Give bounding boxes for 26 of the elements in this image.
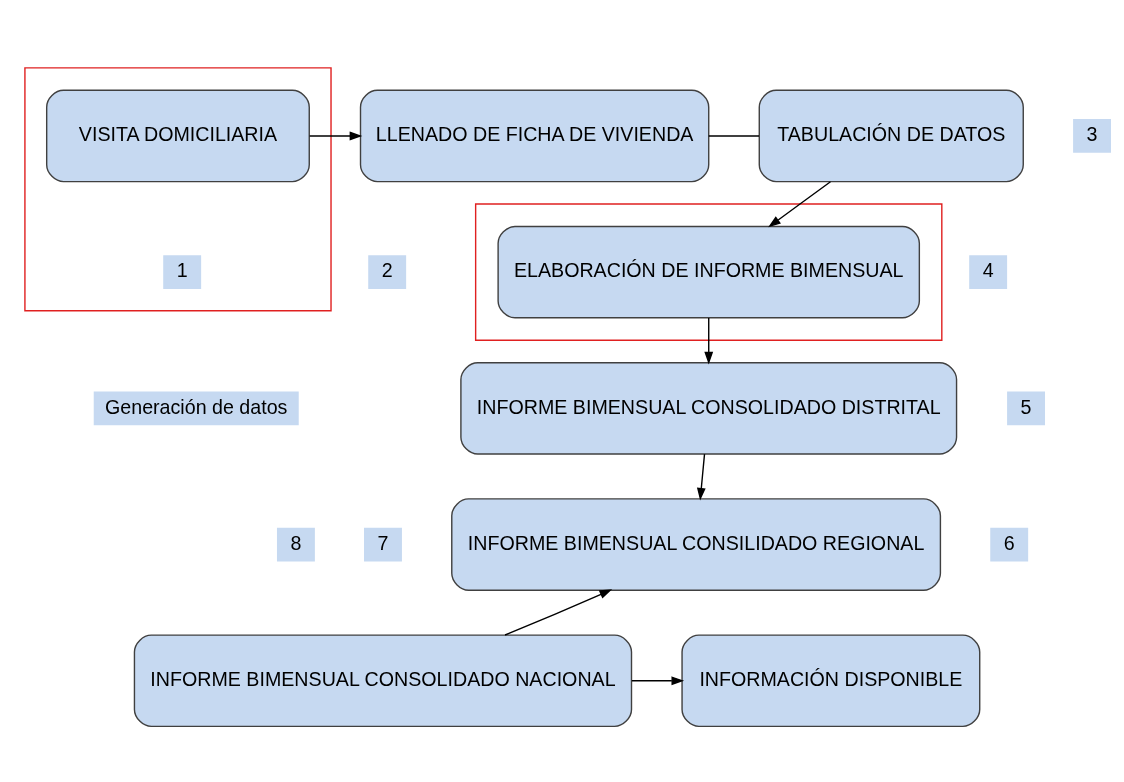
node-box: Generación de datos — [93, 391, 299, 425]
node-box: LLENADO DE FICHA DE VIVIENDA — [359, 89, 710, 182]
node-box: 6 — [990, 527, 1029, 561]
node-box: INFORME BIMENSUAL CONSILIDADO REGIONAL — [451, 497, 942, 591]
connector — [708, 134, 760, 137]
node-box: 7 — [364, 527, 402, 561]
arrow — [504, 588, 613, 636]
node-box: INFORMACIÓN DISPONIBLE — [681, 633, 981, 727]
node-box: TABULACIÓN DE DATOS — [758, 89, 1024, 182]
node-box: 2 — [368, 254, 407, 289]
node-box: 3 — [1073, 118, 1111, 153]
arrow — [768, 180, 832, 227]
node-box: 1 — [163, 254, 202, 289]
arrow — [696, 452, 706, 501]
node-box: VISITA DOMICILIARIA — [46, 89, 310, 182]
node-box: 5 — [1007, 391, 1045, 425]
arrow — [308, 131, 363, 140]
node-box: 4 — [969, 254, 1008, 289]
cluster — [24, 66, 332, 311]
cluster — [474, 202, 943, 341]
arrow — [704, 316, 714, 364]
node-box: INFORME BIMENSUAL CONSOLIDADO DISTRITAL — [460, 361, 958, 455]
node-box: ELABORACIÓN DE INFORME BIMENSUAL — [497, 225, 921, 318]
node-box: 8 — [276, 527, 315, 561]
arrow — [631, 675, 685, 685]
node-box: INFORME BIMENSUAL CONSOLIDADO NACIONAL — [133, 633, 633, 727]
